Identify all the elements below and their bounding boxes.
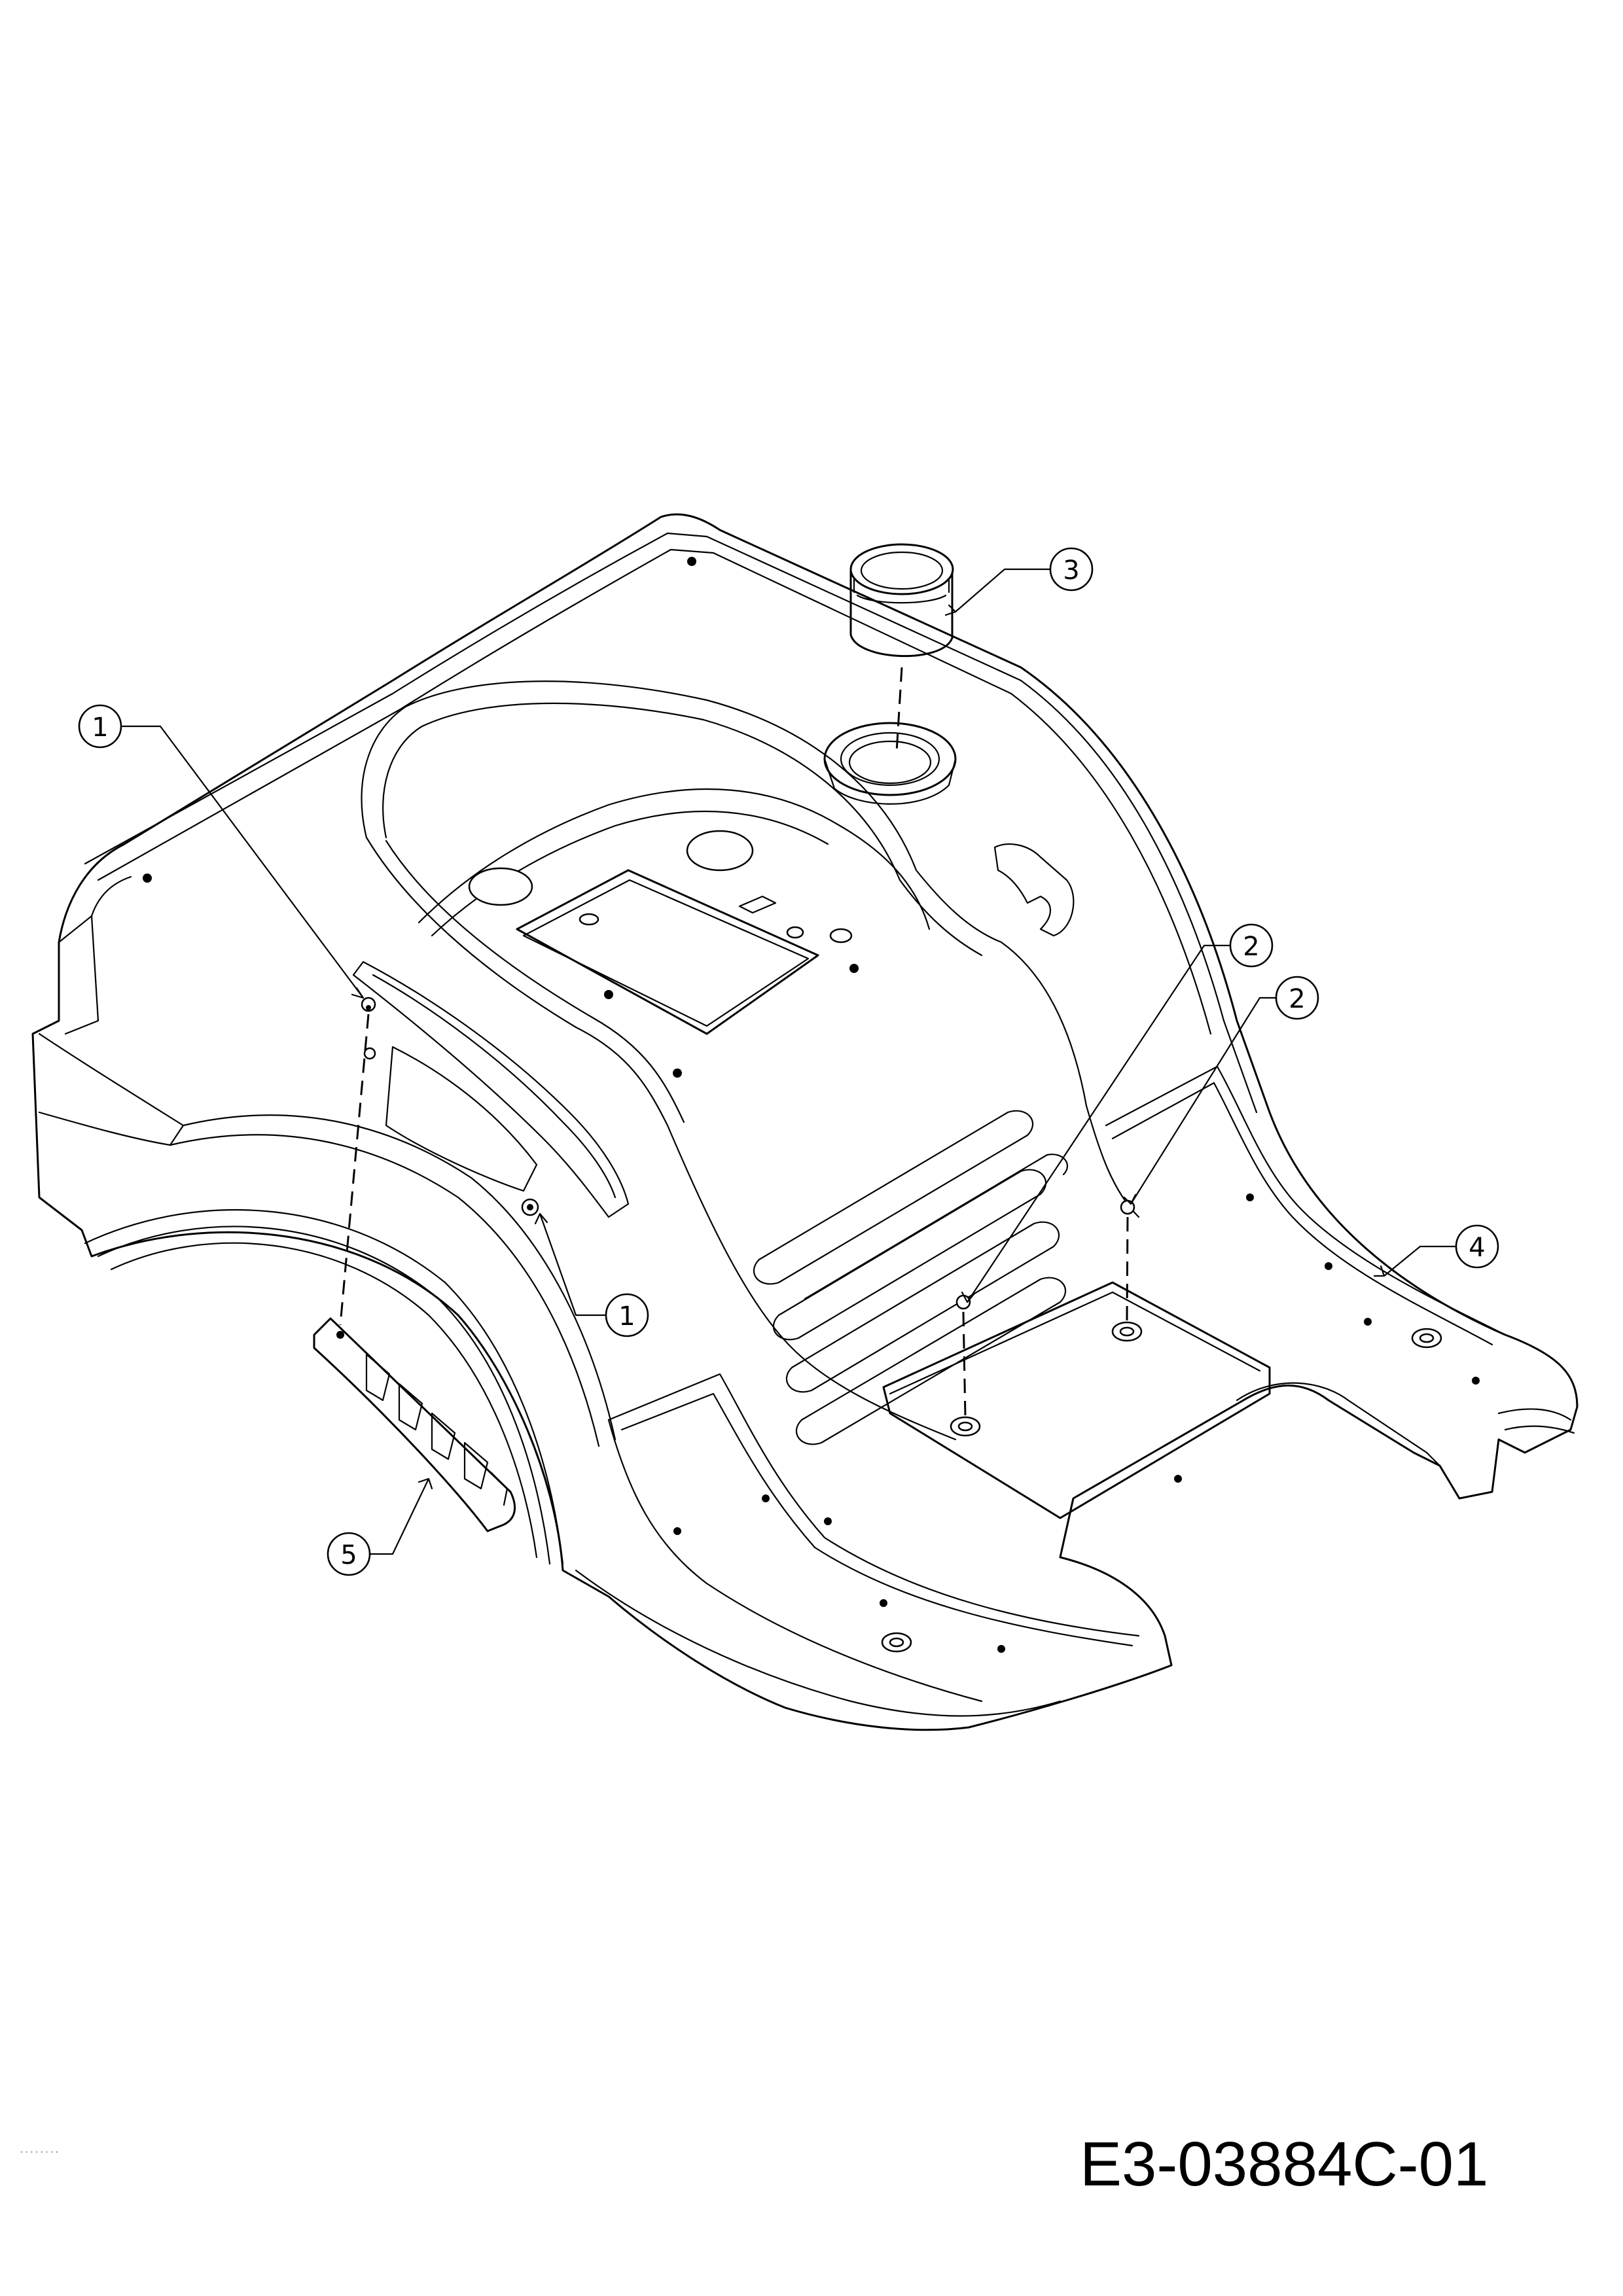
callout-2-left-label: 2: [1243, 932, 1259, 962]
grommet-holes: [881, 1321, 1442, 1653]
callout-3-label: 3: [1063, 556, 1079, 586]
leader-lines: [120, 568, 1457, 1555]
callout-2-right: 2: [1275, 976, 1319, 1020]
body-panel: [31, 513, 1578, 1731]
callout-4-label: 4: [1469, 1233, 1485, 1263]
fasteners: [339, 667, 1135, 1417]
callout-5-label: 5: [340, 1540, 357, 1570]
vent-slots: [753, 1110, 1068, 1445]
callout-2-right-label: 2: [1289, 984, 1305, 1014]
seat-well: [361, 680, 1140, 1218]
body-outline: [31, 513, 1578, 1731]
drawing-code: E3-03884C-01: [1080, 2129, 1488, 2199]
center-mat-recess: [882, 1281, 1271, 1519]
callout-5: 5: [327, 1532, 371, 1576]
callout-3: 3: [1049, 547, 1094, 592]
callout-4: 4: [1455, 1224, 1499, 1269]
callout-2-left: 2: [1229, 923, 1274, 968]
mud-flap: [313, 1317, 516, 1532]
callout-1-bottom-label: 1: [618, 1301, 635, 1332]
callout-1-top: 1: [78, 704, 122, 749]
margin-dots: ........: [20, 2142, 60, 2156]
callout-1-bottom: 1: [605, 1293, 649, 1337]
dash-opening: [516, 869, 819, 1035]
hook-slot: [993, 843, 1075, 937]
callout-1-top-label: 1: [92, 713, 108, 743]
fuel-cap: [849, 543, 954, 658]
